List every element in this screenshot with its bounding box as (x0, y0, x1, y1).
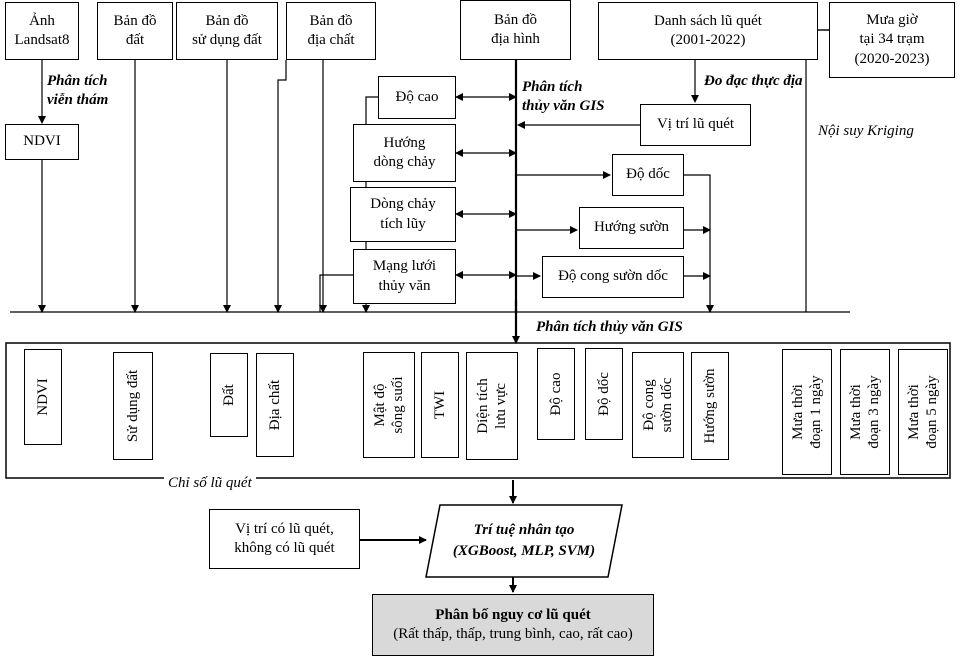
factor-ndvi: NDVI (24, 349, 62, 445)
gis-hydro-mid-label: Phân tích thủy văn GIS (536, 319, 683, 335)
factor-twi: TWI (421, 352, 459, 458)
ai-model-methods: (XGBoost, MLP, SVM) (452, 543, 596, 559)
topo-map-box: Bản đồ địa hình (460, 0, 571, 60)
ai-model-shape (425, 504, 623, 578)
output-title: Phân bố nguy cơ lũ quét (435, 606, 591, 623)
ndvi-box: NDVI (5, 124, 79, 160)
factor-drainage-density: Mật độ sông suối (363, 352, 415, 458)
factor-aspect: Hướng sườn (691, 352, 729, 460)
gis-hydro-top-label: Phân tích thủy văn GIS (522, 79, 605, 114)
factor-soil: Đất (210, 353, 248, 437)
factor-geology: Địa chất (256, 353, 294, 457)
factor-rain-1day: Mưa thời đoạn 1 ngày (782, 349, 832, 475)
elevation-box: Độ cao (378, 76, 456, 119)
curvature-box: Độ cong sườn dốc (542, 256, 684, 298)
landsat-image-box: Ảnh Landsat8 (5, 2, 79, 60)
output-classes: (Rất thấp, thấp, trung bình, cao, rất ca… (393, 626, 633, 642)
landuse-map-box: Bản đồ sử dụng đất (176, 2, 278, 60)
output-risk-box: Phân bố nguy cơ lũ quét (Rất thấp, thấp,… (372, 594, 654, 656)
stream-network-box: Mạng lưới thủy văn (353, 249, 456, 304)
flow-direction-box: Hướng dòng chảy (353, 124, 456, 182)
flood-list-box: Danh sách lũ quét (2001-2022) (598, 2, 818, 60)
geology-map-box: Bản đồ địa chất (286, 2, 376, 60)
training-points-box: Vị trí có lũ quét, không có lũ quét (209, 509, 360, 569)
connector (319, 274, 353, 312)
factor-landuse: Sử dụng đất (113, 352, 153, 460)
ai-model-title: Trí tuệ nhân tạo (473, 522, 575, 538)
factor-slope: Độ dốc (585, 348, 623, 440)
rainfall-box: Mưa giờ tại 34 trạm (2020-2023) (829, 2, 955, 78)
flow-accumulation-box: Dòng chảy tích lũy (350, 187, 456, 242)
connector (684, 174, 714, 313)
aspect-box: Hướng sườn (579, 207, 684, 249)
kriging-label: Nội suy Kriging (818, 123, 914, 139)
soil-map-box: Bản đồ đất (97, 2, 173, 60)
flood-index-label: Chỉ số lũ quét (164, 474, 256, 493)
connector (274, 60, 287, 313)
slope-box: Độ dốc (612, 154, 684, 196)
flood-location-box: Vị trí lũ quét (640, 104, 751, 146)
factor-rain-3day: Mưa thời đoạn 3 ngày (840, 349, 890, 475)
ai-model-text: Trí tuệ nhân tạo (XGBoost, MLP, SVM) (426, 510, 622, 572)
factor-rain-5day: Mưa thời đoạn 5 ngày (898, 349, 948, 475)
factor-basin-area: Diện tích lưu vực (466, 352, 518, 460)
factor-elevation: Độ cao (537, 348, 575, 440)
remote-sensing-label: Phân tích viễn thám (47, 73, 109, 108)
field-survey-label: Đo đạc thực địa (704, 73, 803, 89)
factor-curvature: Độ cong sườn dốc (632, 352, 684, 458)
factor-panel (5, 342, 951, 479)
